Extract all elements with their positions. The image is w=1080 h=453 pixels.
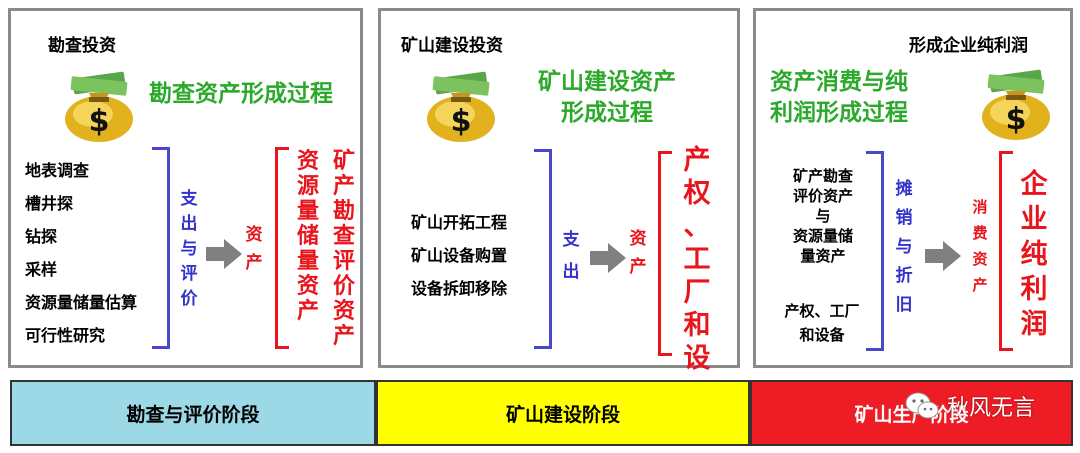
flow-label: 支出与评价 (180, 189, 198, 309)
bracket (152, 147, 170, 349)
list-item: 采样 (25, 260, 58, 279)
arrow-right-icon (588, 241, 628, 275)
subtitle: 资产消费与纯利润形成过程 (770, 69, 908, 126)
arrow-right-icon (204, 237, 244, 271)
flow-label: 支出 (562, 230, 580, 282)
panel-mine-construction: 矿山建设投资 矿山建设资产形成过程 矿山开拓工程 矿山设备购置 设备拆卸移除 支… (378, 8, 740, 374)
list-item: 和设备 (799, 326, 845, 344)
bracket (534, 149, 552, 349)
list-item: 评价资产 (792, 187, 853, 205)
money-bag-icon (59, 69, 139, 143)
stage-construction: 矿山建设阶段 (376, 380, 750, 446)
panel-title: 勘查投资 (48, 36, 116, 56)
list-item: 矿山开拓工程 (411, 213, 508, 232)
panel-title: 形成企业纯利润 (909, 36, 1028, 56)
list-item: 可行性研究 (25, 326, 106, 345)
result-net-profit: 企业纯利润 (1020, 169, 1048, 340)
list-item: 资源量储量估算 (25, 293, 138, 312)
watermark-text: 秋风无言 (947, 396, 1036, 421)
bracket (866, 151, 884, 351)
list-item: 与 (815, 207, 831, 225)
panel-net-profit: 形成企业纯利润 资产消费与纯利润形成过程 矿产勘查 评价资产 与 资源量储 量资… (753, 8, 1073, 368)
bracket (999, 151, 1013, 351)
activity-list: 地表调查 槽井探 钻探 采样 资源量储量估算 可行性研究 (25, 154, 137, 352)
arrow-right-icon (923, 239, 963, 273)
asset-label: 资产 (629, 229, 647, 277)
money-bag-icon (976, 67, 1056, 141)
asset-list-1: 矿产勘查 评价资产 与 资源量储 量资产 (774, 166, 872, 266)
list-item: 槽井探 (25, 194, 74, 213)
panel-exploration: 勘查投资 勘查资产形成过程 地表调查 槽井探 钻探 采样 资源量储量估算 可行性… (8, 8, 363, 368)
result-property-plant-equipment: 产权、工厂和设 (683, 145, 711, 374)
asset-label: 消费资产 (972, 198, 988, 294)
list-item: 矿山设备购置 (411, 246, 508, 265)
asset-label: 资产 (245, 225, 263, 273)
result-resource-assets: 资源量储量资产 (296, 149, 319, 324)
bracket (658, 151, 672, 356)
wechat-icon (905, 392, 939, 419)
list-item: 设备拆卸移除 (411, 279, 508, 298)
subtitle: 矿山建设资产形成过程 (538, 69, 676, 126)
list-item: 资源量储 (792, 227, 853, 245)
list-item: 矿产勘查 (792, 167, 853, 185)
list-item: 量资产 (800, 247, 846, 265)
panel-title: 矿山建设投资 (401, 36, 503, 56)
bracket (275, 147, 289, 349)
stage-production: 矿山生产阶段 (750, 380, 1073, 446)
result-exploration-assets: 矿产勘查评价资产 (332, 149, 355, 349)
activity-list: 矿山开拓工程 矿山设备购置 设备拆卸移除 (411, 206, 507, 305)
stage-exploration: 勘查与评价阶段 (10, 380, 376, 446)
money-bag-icon (421, 69, 501, 143)
list-item: 钻探 (25, 227, 58, 246)
list-item: 产权、工厂 (784, 302, 860, 320)
watermark: 秋风无言 (905, 390, 1035, 422)
subtitle: 勘查资产形成过程 (149, 81, 333, 107)
flow-label: 摊销与折旧 (895, 179, 913, 315)
list-item: 地表调查 (25, 161, 90, 180)
asset-list-2: 产权、工厂 和设备 (772, 299, 872, 347)
